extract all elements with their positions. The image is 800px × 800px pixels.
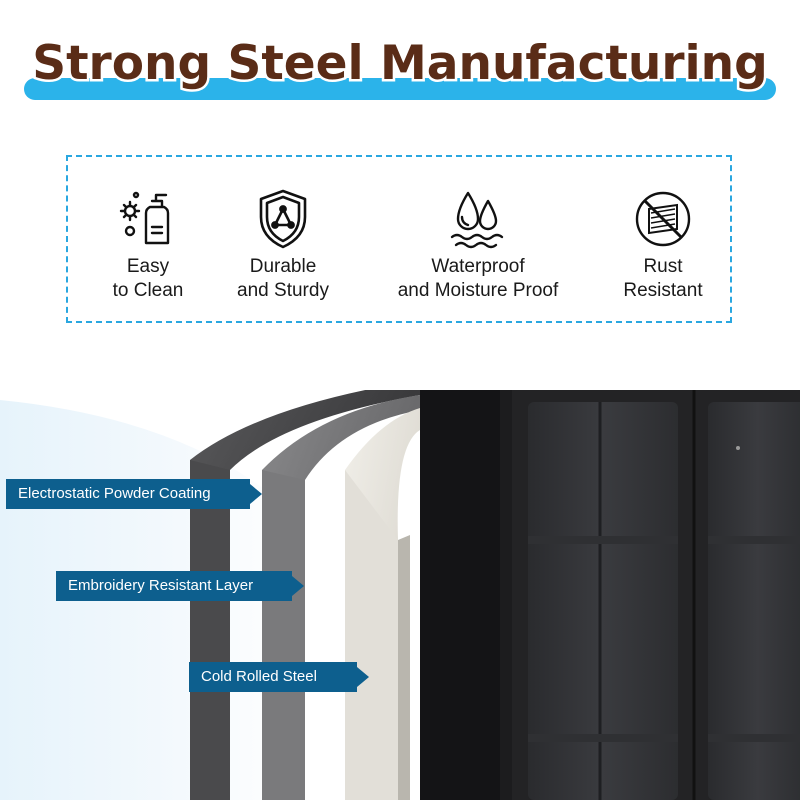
- page-title: Strong Steel Manufacturing: [30, 36, 771, 91]
- feature-durable: Durable and Sturdy: [223, 187, 343, 303]
- feature-line1: Easy: [126, 256, 170, 277]
- cabinet-illustration: [0, 390, 800, 800]
- feature-line1: Durable: [249, 256, 317, 277]
- feature-line2: to Clean: [112, 280, 184, 301]
- feature-line1: Waterproof: [431, 256, 525, 277]
- feature-easy-clean: Easy to Clean: [93, 187, 203, 303]
- layer-label-resistant-layer: Embroidery Resistant Layer: [56, 571, 304, 601]
- feature-line2: and Moisture Proof: [397, 280, 559, 301]
- feature-line2: Resistant: [623, 280, 703, 301]
- water-drops-icon: [450, 191, 504, 249]
- layer-label-powder-coating: Electrostatic Powder Coating: [6, 479, 262, 509]
- title-accent-bar: [24, 78, 776, 100]
- feature-line1: Rust: [643, 256, 683, 277]
- feature-line2: and Sturdy: [237, 280, 329, 301]
- layer-label-cold-rolled-steel: Cold Rolled Steel: [189, 662, 369, 692]
- no-rust-icon: [635, 191, 691, 247]
- cleaning-bottle-icon: [119, 191, 170, 245]
- features-panel: Easy to Clean Durable and Sturdy: [66, 155, 732, 323]
- feature-waterproof: Waterproof and Moisture Proof: [378, 187, 578, 303]
- shield-icon: [259, 189, 307, 249]
